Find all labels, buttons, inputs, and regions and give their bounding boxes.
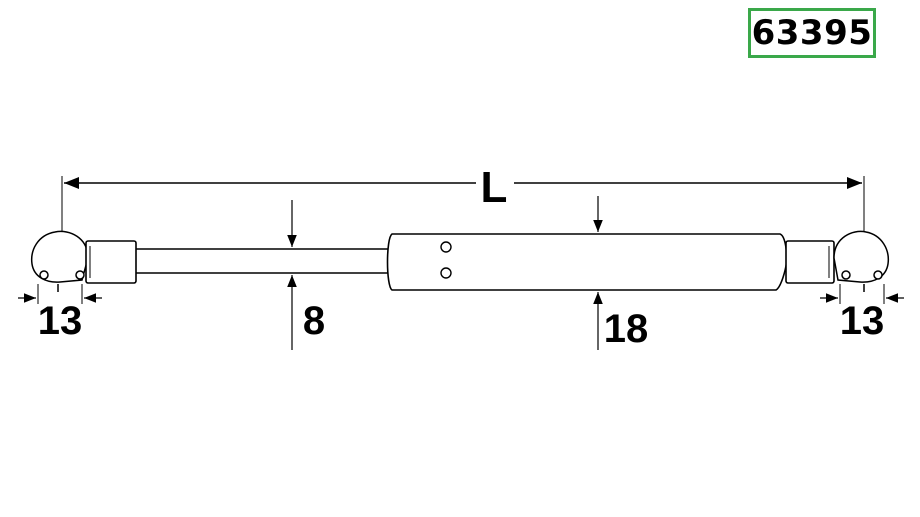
cylinder-diameter-label: 18: [604, 307, 649, 351]
length-label: L: [481, 163, 508, 212]
rod-diameter-dimension: 8: [287, 200, 325, 350]
left-fitting-label: 13: [38, 299, 83, 343]
right-ball-socket: [833, 230, 890, 292]
right-fitting-label: 13: [840, 299, 885, 343]
right-end-fitting: [785, 240, 835, 284]
cylinder-hole-bottom: [440, 267, 452, 279]
part-number-badge: 63395: [748, 8, 876, 58]
left-ball-socket: [30, 230, 89, 292]
cylinder-diameter-dimension: 18: [593, 196, 649, 351]
right-fitting-dimension: 13: [820, 284, 904, 343]
left-end-fitting: [85, 240, 137, 284]
length-dimension: L: [61, 163, 865, 232]
cylinder-hole-top: [440, 241, 452, 253]
cylinder-body: [386, 233, 788, 291]
rod-diameter-label: 8: [303, 299, 325, 343]
piston-rod: [136, 248, 390, 274]
left-fitting-dimension: 13: [18, 284, 102, 343]
